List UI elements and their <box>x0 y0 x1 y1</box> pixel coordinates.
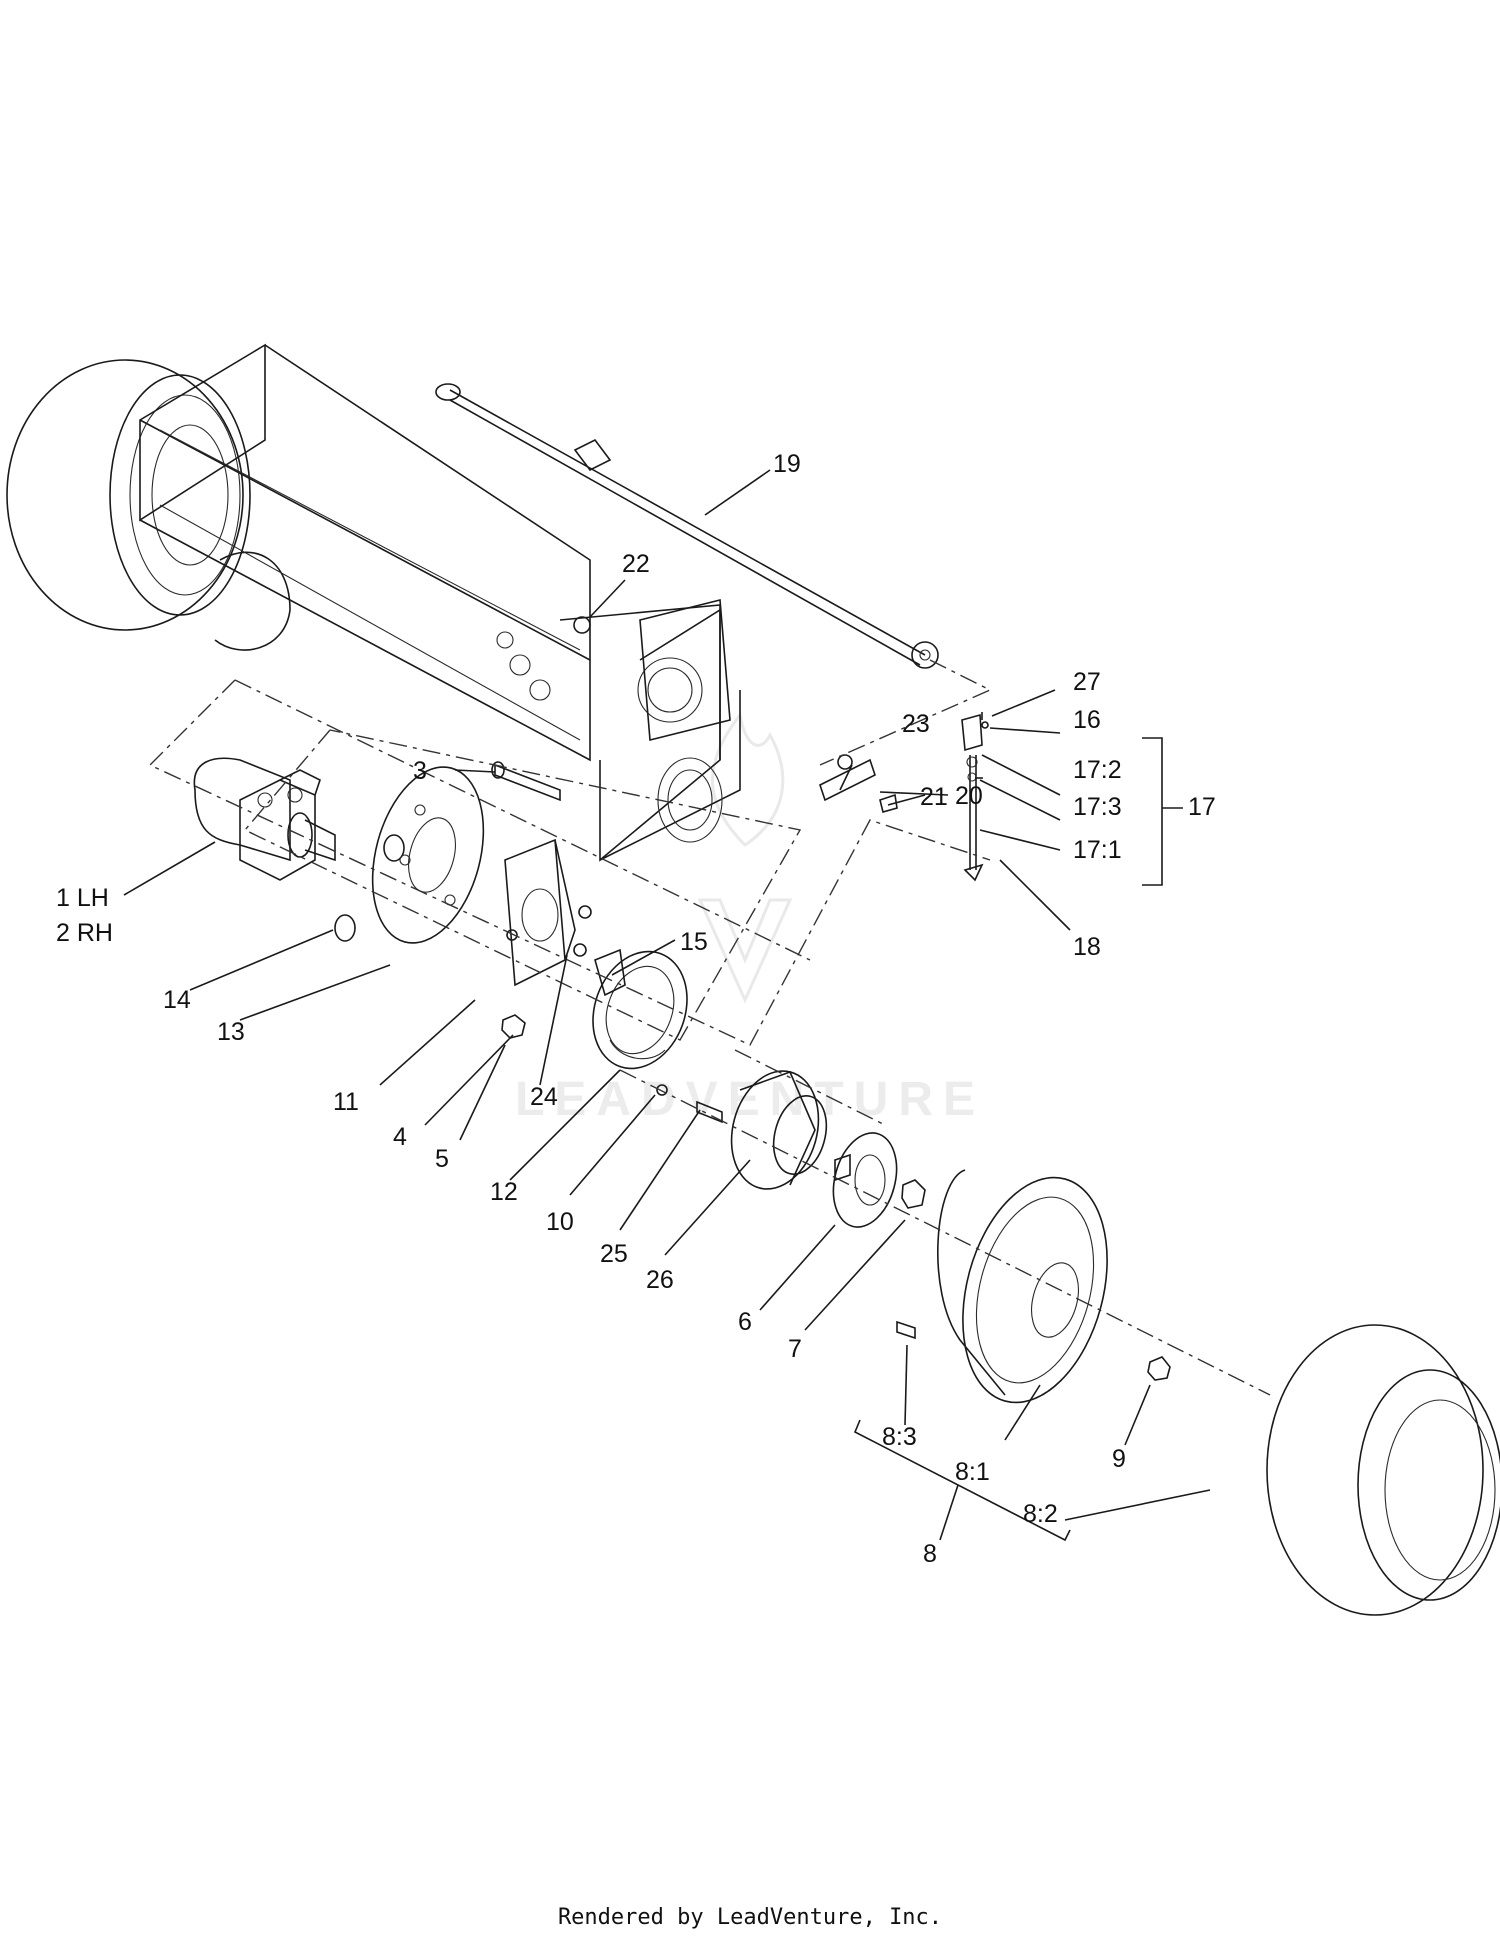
callout-23: 23 <box>902 710 930 738</box>
callout-16: 16 <box>1073 706 1101 734</box>
callout-8-1: 8:1 <box>955 1458 990 1486</box>
callout-25: 25 <box>600 1240 628 1268</box>
callout-11: 11 <box>333 1088 359 1116</box>
callout-21: 21 <box>920 783 948 811</box>
lever-plate-20 <box>819 758 876 802</box>
callout-27: 27 <box>1073 668 1101 696</box>
callout-15: 15 <box>680 928 708 956</box>
stud-25 <box>696 1100 723 1124</box>
callout-1-lh: 1 LH <box>56 884 109 912</box>
brake-drum-26 <box>730 1070 828 1190</box>
callout-22: 22 <box>622 550 650 578</box>
lug-nut-7 <box>901 1179 926 1209</box>
callout-17-1: 17:1 <box>1073 836 1122 864</box>
callout-labels: 1 LH 2 RH 3 4 5 6 7 8 8:1 8:2 8:3 9 10 1… <box>56 450 1216 1568</box>
assembly-lines <box>148 659 1271 1396</box>
callout-6: 6 <box>738 1308 752 1336</box>
lug-nut-9 <box>1147 1356 1171 1381</box>
left-tire-assembled <box>6 359 291 651</box>
callout-13: 13 <box>217 1018 245 1046</box>
callout-2-rh: 2 RH <box>56 919 113 947</box>
callout-24: 24 <box>530 1083 558 1111</box>
callout-14: 14 <box>163 986 191 1014</box>
frame-rail <box>139 343 721 862</box>
rendered-by-footer: Rendered by LeadVenture, Inc. <box>557 1905 943 1930</box>
callout-7: 7 <box>788 1335 802 1363</box>
callout-12: 12 <box>490 1178 518 1206</box>
callout-10: 10 <box>546 1208 574 1236</box>
callout-17-2: 17:2 <box>1073 756 1122 784</box>
nut-5 <box>501 1014 526 1039</box>
callout-8-2: 8:2 <box>1023 1500 1058 1528</box>
leader-lines <box>123 469 1211 1542</box>
tire-8-2 <box>1266 1324 1500 1616</box>
callout-3: 3 <box>413 757 427 785</box>
hydraulic-motor <box>193 757 336 881</box>
bolt-10 <box>656 1084 668 1096</box>
mounting-plate <box>599 598 741 861</box>
brake-lever-15 <box>594 948 626 997</box>
brake-bracket-4 <box>504 838 576 987</box>
callout-18: 18 <box>1073 933 1101 961</box>
watermark-text: LEADVENTURE <box>515 1073 985 1126</box>
callout-17: 17 <box>1188 793 1216 821</box>
nut-23 <box>837 754 853 770</box>
callout-8: 8 <box>923 1540 937 1568</box>
callout-26: 26 <box>646 1266 674 1294</box>
wheel-rim-8-1 <box>937 1169 1108 1404</box>
control-rod <box>435 383 939 669</box>
callout-9: 9 <box>1112 1445 1126 1473</box>
nut-24 <box>573 905 592 957</box>
wheel-hub-6 <box>832 1132 898 1228</box>
callout-20: 20 <box>955 782 983 810</box>
spacer-14 <box>334 834 405 942</box>
nut-22 <box>573 616 591 634</box>
bolt-3 <box>491 761 561 802</box>
brake-linkage-17 <box>961 712 989 882</box>
brake-shoe-12 <box>592 950 688 1070</box>
callout-19: 19 <box>773 450 801 478</box>
callout-5: 5 <box>435 1145 449 1173</box>
valve-stem-8-3 <box>896 1320 916 1340</box>
backing-plate-13 <box>371 766 485 944</box>
callout-17-3: 17:3 <box>1073 793 1122 821</box>
bolt-21 <box>879 793 898 813</box>
leadventure-watermark: LEADVENTURE <box>515 711 985 1126</box>
callout-8-3: 8:3 <box>882 1423 917 1451</box>
callout-4: 4 <box>393 1123 407 1151</box>
